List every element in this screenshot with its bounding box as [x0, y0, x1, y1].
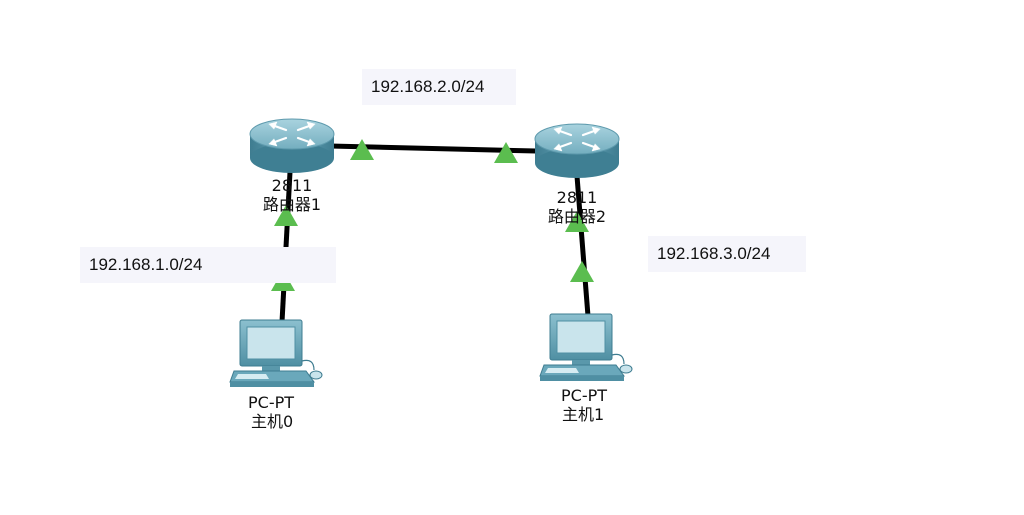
router1-model: 2811	[271, 176, 313, 195]
pc1-model: PC-PT	[561, 386, 608, 405]
router2-label: 2811 路由器2	[525, 188, 629, 226]
router2-model: 2811	[556, 188, 598, 207]
subnet-label-r1-r2[interactable]: 192.168.2.0/24	[362, 69, 516, 105]
router-icon[interactable]	[533, 122, 621, 180]
pc1-label: PC-PT 主机1	[545, 386, 645, 424]
subnet-label-r1-pc0[interactable]: 192.168.1.0/24	[80, 247, 336, 283]
subnet-label-r2-pc1[interactable]: 192.168.3.0/24	[648, 236, 806, 272]
router2-name: 路由器2	[547, 207, 607, 226]
router-icon[interactable]	[248, 117, 336, 175]
pc0-model: PC-PT	[248, 393, 295, 412]
router1-label: 2811 路由器1	[240, 176, 344, 214]
pc0-name: 主机0	[251, 412, 294, 431]
link-status-up-icon	[350, 139, 374, 160]
desktop-pc-icon[interactable]	[229, 319, 323, 388]
pc1-name: 主机1	[562, 405, 605, 424]
link-status-up-icon	[570, 261, 594, 282]
link-router2-pc1[interactable]	[574, 175, 591, 317]
router1-name: 路由器1	[262, 195, 322, 214]
pc0-label: PC-PT 主机0	[230, 393, 330, 431]
desktop-pc-icon[interactable]	[539, 313, 633, 382]
